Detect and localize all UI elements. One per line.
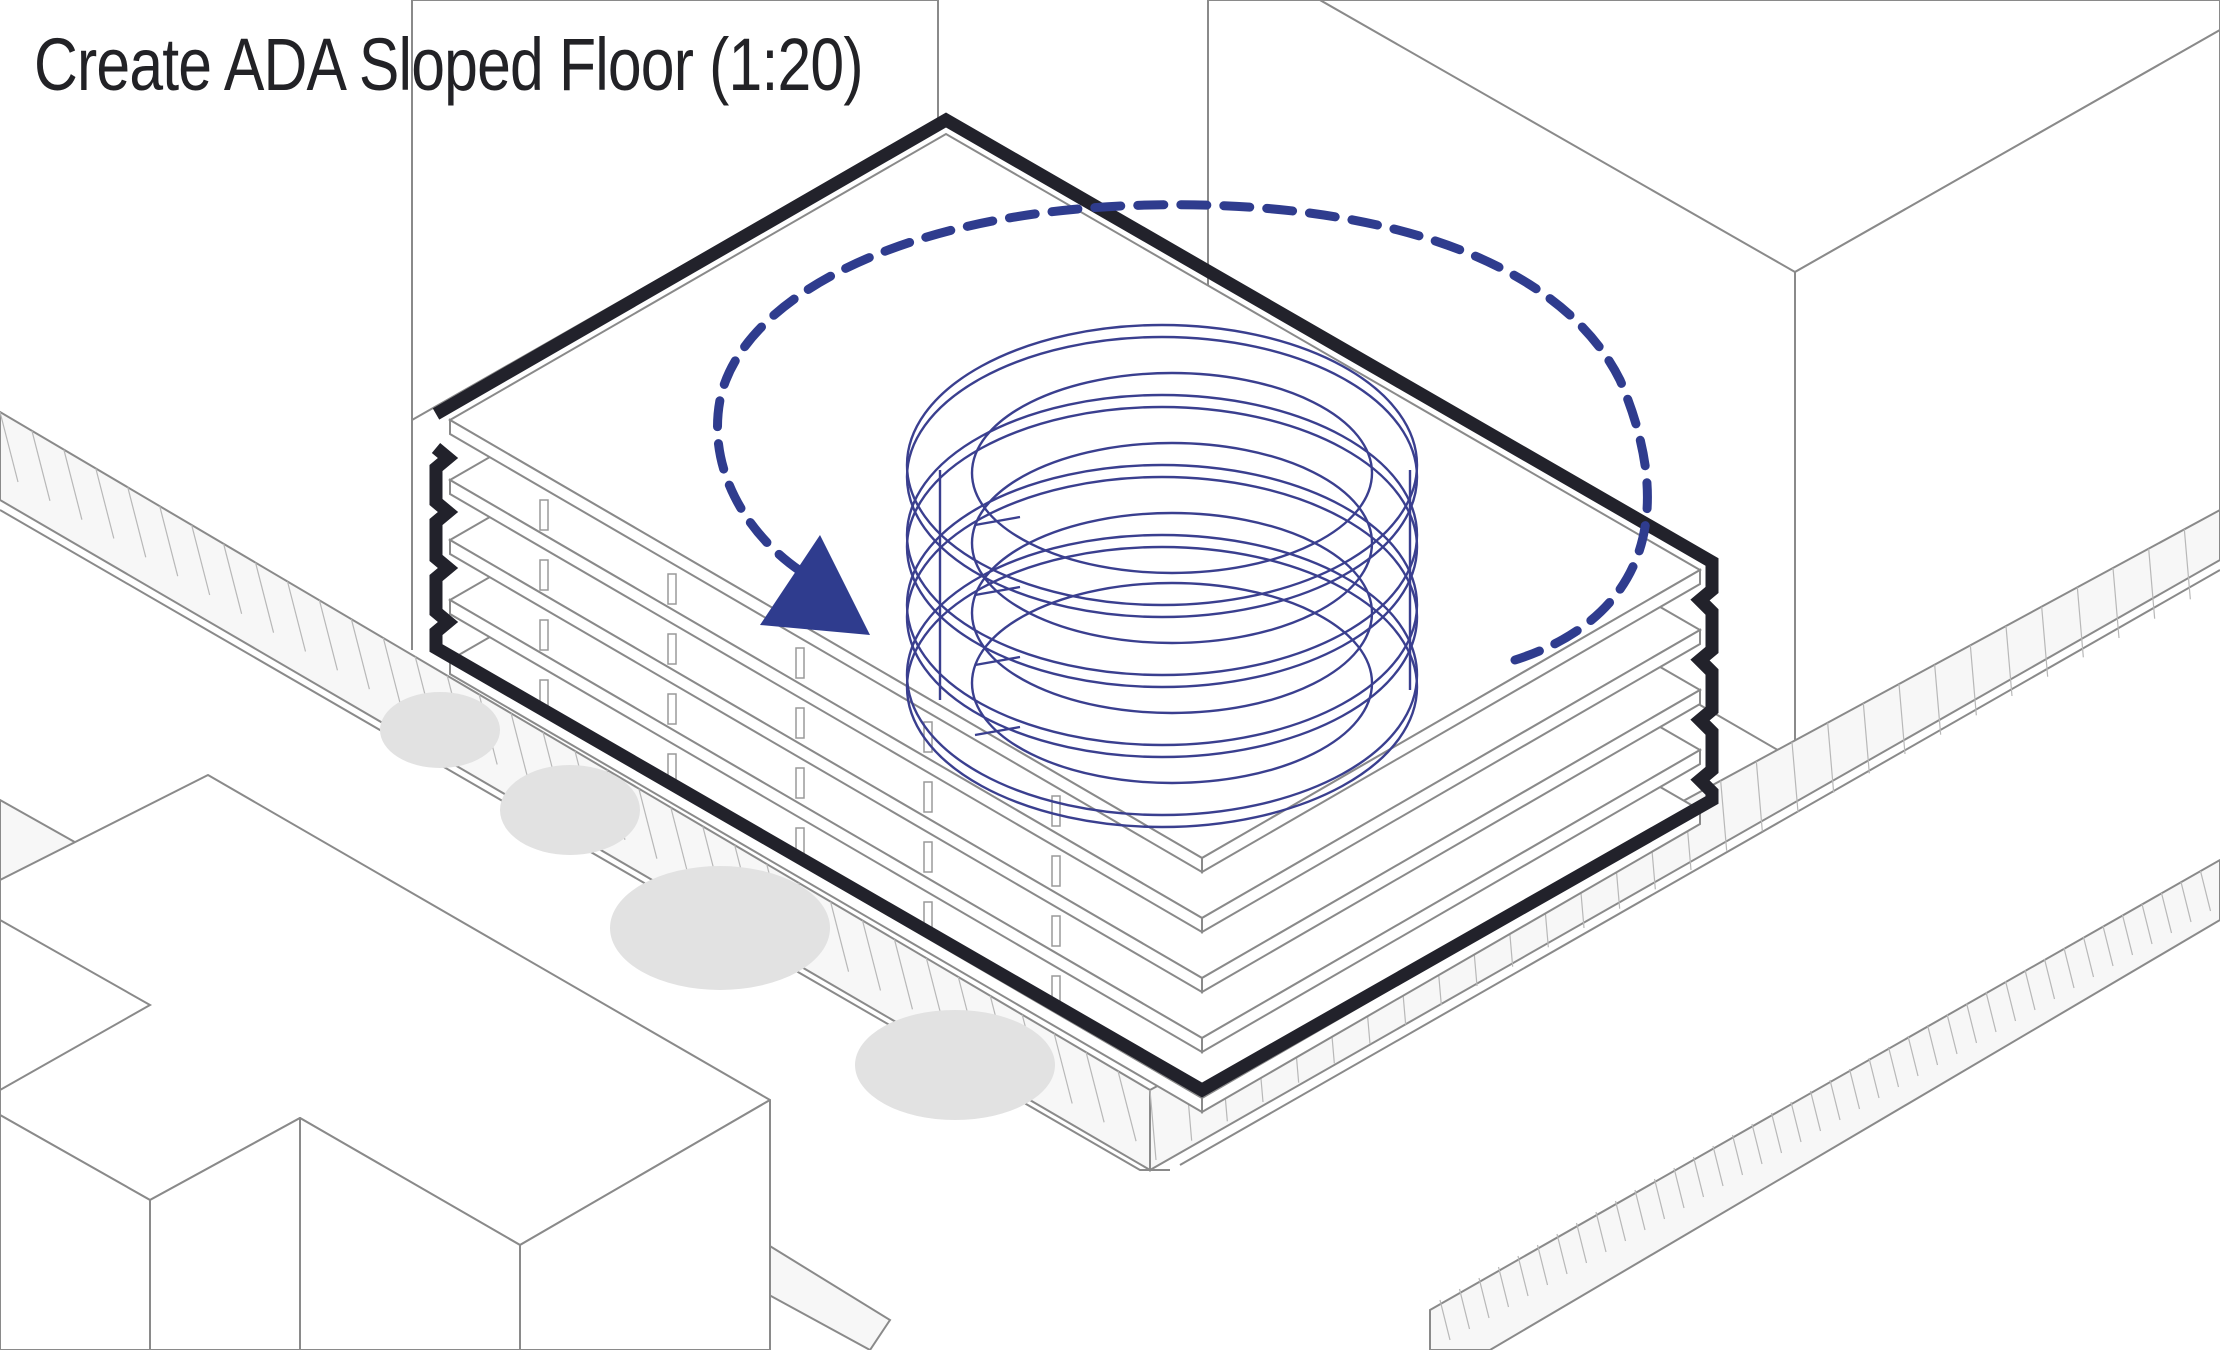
column [540, 620, 548, 650]
column [924, 842, 932, 872]
column [668, 694, 676, 724]
column [1052, 916, 1060, 946]
diagram-title: Create ADA Sloped Floor (1:20) [34, 22, 863, 107]
column [540, 500, 548, 530]
column [796, 708, 804, 738]
column [1052, 856, 1060, 886]
column [796, 648, 804, 678]
column [796, 768, 804, 798]
column [668, 634, 676, 664]
column [540, 560, 548, 590]
column [668, 574, 676, 604]
column [924, 782, 932, 812]
